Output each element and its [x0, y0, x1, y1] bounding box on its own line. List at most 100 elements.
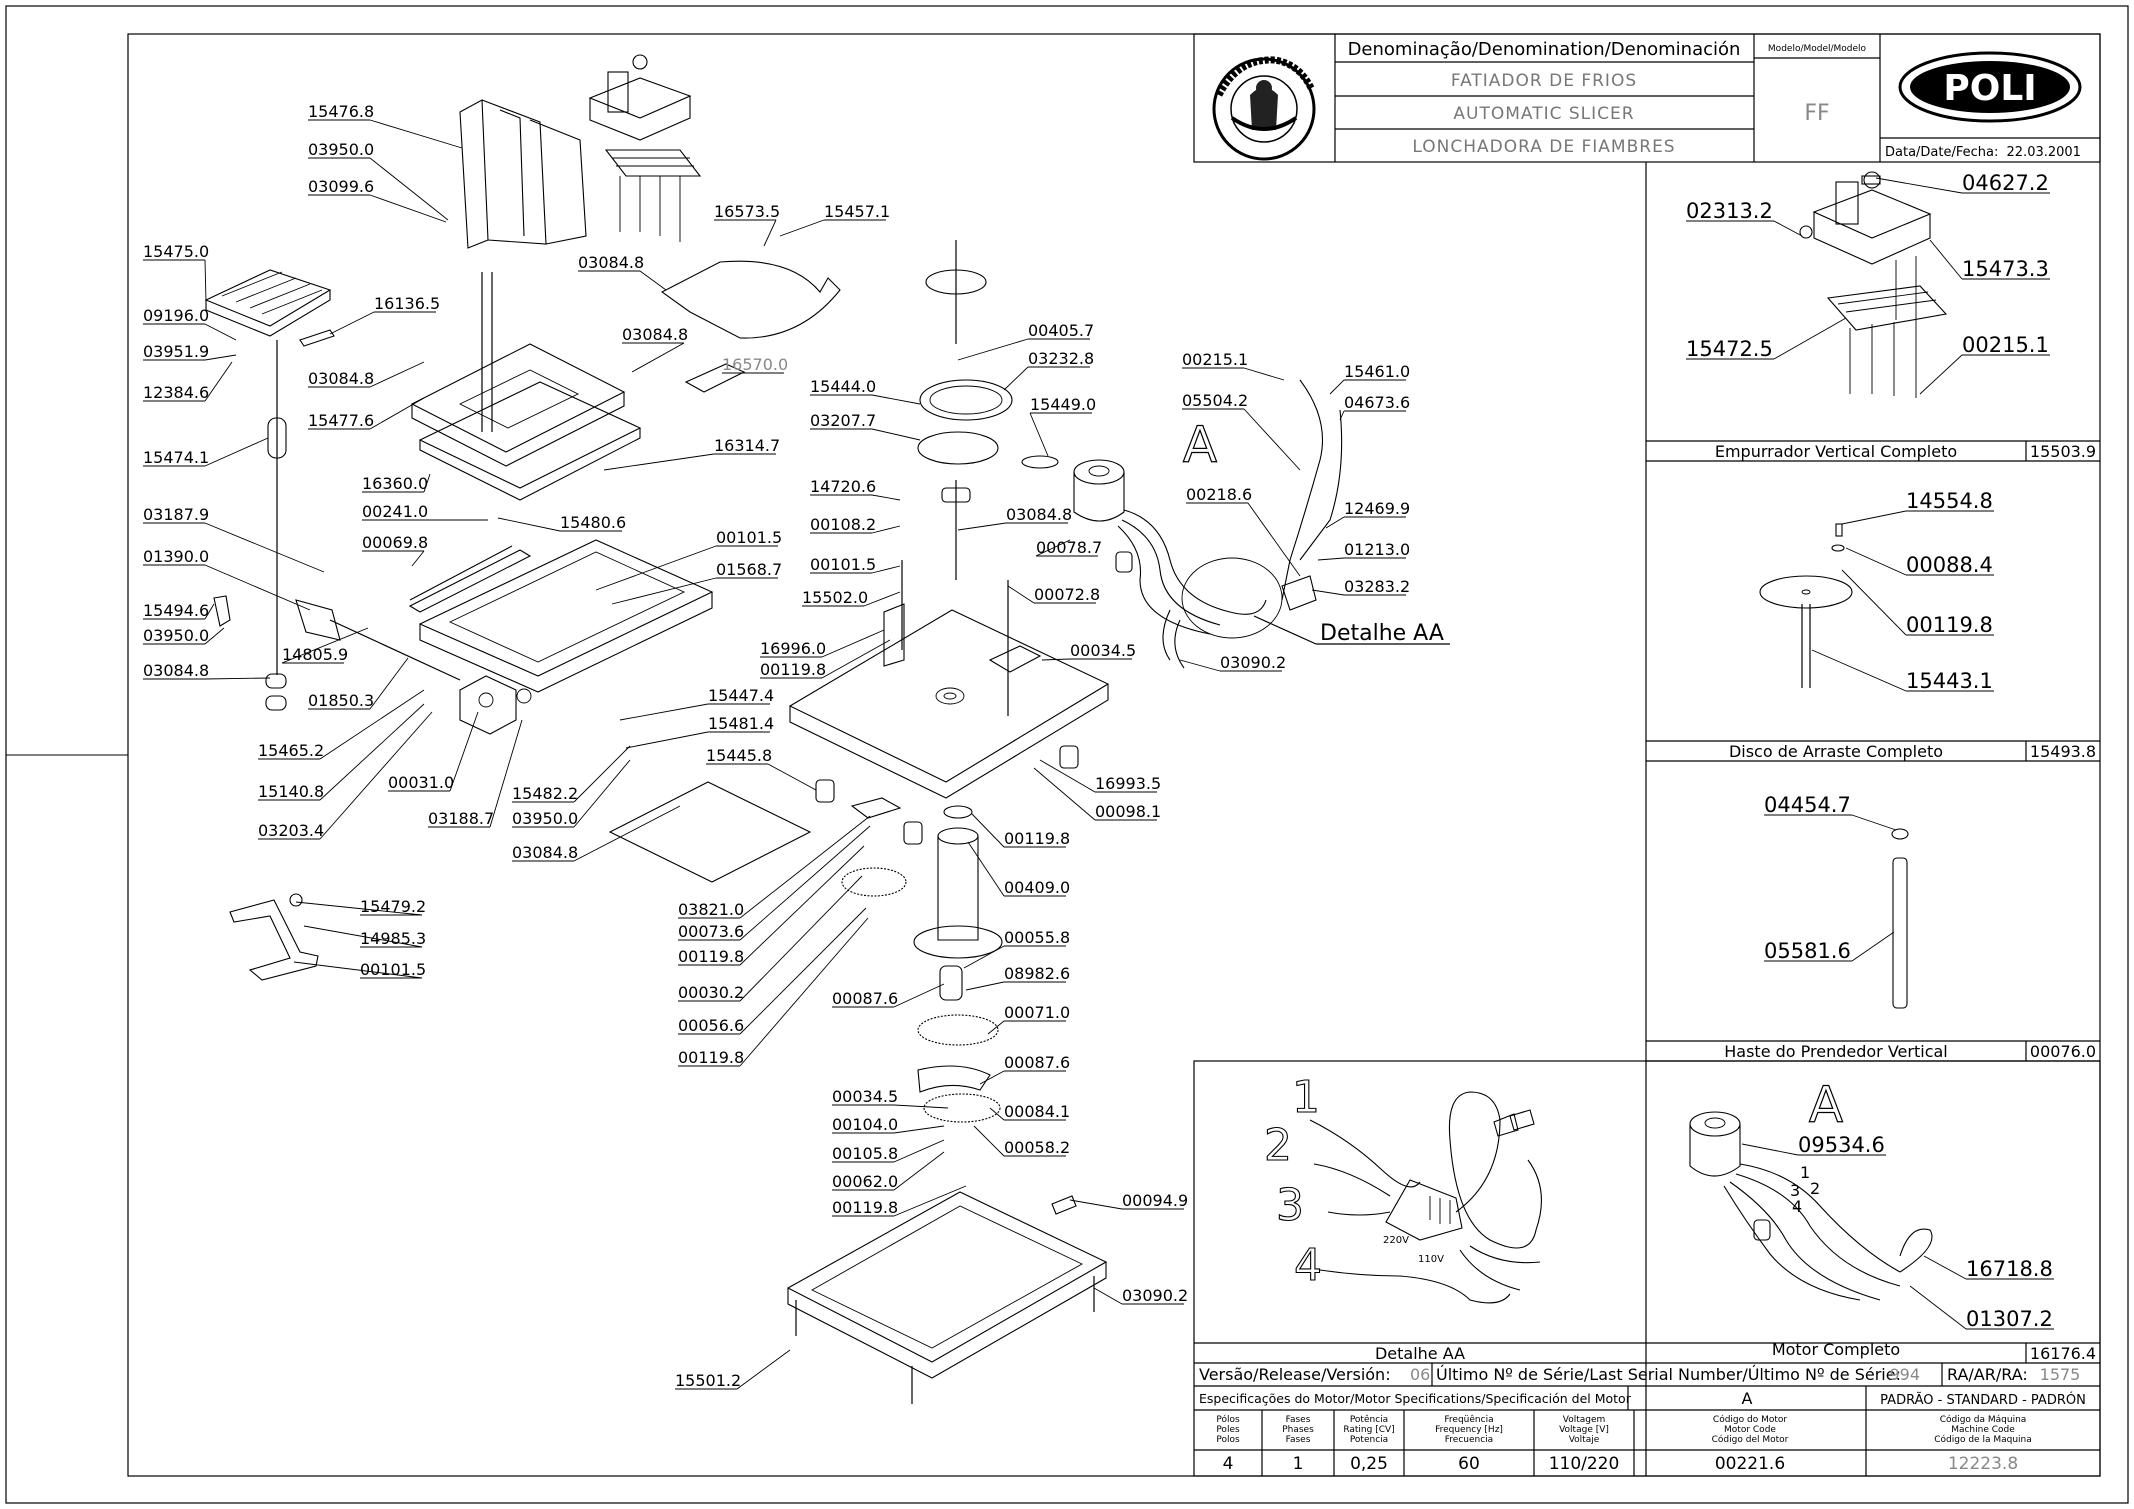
- leader-line: [1929, 239, 1963, 280]
- part-number-label: 03232.8: [1028, 349, 1094, 368]
- leader-line: [204, 437, 269, 467]
- title-block: Denominação/Denomination/Denominación FA…: [1193, 33, 2101, 163]
- part-callout: 00108.2: [810, 515, 901, 534]
- part-callout: 03084.8: [308, 361, 425, 388]
- part-number-label: 15479.2: [360, 897, 426, 916]
- part-number-label: 15449.0: [1030, 395, 1096, 414]
- part-number-label: 15444.0: [810, 377, 876, 396]
- leader-line: [204, 627, 225, 645]
- part-callout: 15445.8: [706, 746, 817, 791]
- part-callout: 15472.5: [1686, 317, 1847, 361]
- part-number-label: 15476.8: [308, 102, 374, 121]
- part-callout: 03207.7: [810, 411, 921, 441]
- serial-value: 994: [1889, 1365, 1920, 1384]
- part-number-label: 04673.6: [1344, 393, 1410, 412]
- leader-line: [871, 394, 921, 405]
- part-callout: 00055.8: [963, 928, 1070, 969]
- leader-line: [1243, 408, 1301, 471]
- leader-line: [369, 157, 449, 221]
- part-number-label: 15474.1: [143, 448, 209, 467]
- part-callout: 15494.6: [143, 601, 215, 620]
- motor-letter-a: A: [1809, 1076, 1843, 1134]
- part-number-label: 00084.1: [1004, 1102, 1070, 1121]
- part-callout: 00101.5: [293, 960, 426, 979]
- leader-line: [893, 1125, 945, 1134]
- part-number-label: 00105.8: [832, 1144, 898, 1163]
- part-number-label: 00098.1: [1095, 802, 1161, 821]
- leader-line: [1875, 177, 1963, 194]
- leader-line: [1773, 220, 1803, 237]
- part-callout: 00056.6: [678, 907, 867, 1035]
- leader-line: [319, 703, 425, 801]
- part-callout: 00087.6: [832, 983, 945, 1008]
- leader-line: [1919, 354, 1963, 395]
- leader-line: [1007, 585, 1035, 604]
- part-number-label: 00215.1: [1962, 333, 2049, 357]
- part-callout: 16993.5: [1039, 759, 1161, 793]
- part-callout: 04673.6: [1339, 393, 1410, 421]
- leader-line: [1329, 379, 1345, 395]
- drag-disc-panel-code: 15493.8: [2030, 742, 2096, 761]
- part-callout: 00105.8: [832, 1139, 945, 1163]
- leader-line: [893, 983, 945, 1008]
- part-number-label: 15482.2: [512, 784, 578, 803]
- leader-line: [1033, 767, 1096, 821]
- part-number-label: 00088.4: [1906, 553, 1993, 577]
- leader-line: [821, 639, 891, 679]
- part-number-label: 00101.5: [716, 528, 782, 547]
- leader-line: [423, 473, 431, 493]
- part-callout: 15482.2: [512, 745, 631, 803]
- leader-line: [204, 677, 271, 680]
- part-callout: 01390.0: [143, 547, 311, 611]
- leader-line: [739, 875, 863, 1002]
- leader-line: [1325, 516, 1345, 529]
- leader-line: [573, 745, 631, 803]
- part-number-label: 03207.7: [810, 411, 876, 430]
- part-number-label: 03950.0: [512, 809, 578, 828]
- part-callout: 00104.0: [832, 1115, 945, 1134]
- leader-line: [293, 961, 423, 979]
- leader-line: [1741, 1143, 1799, 1156]
- part-number-label: 03821.0: [678, 900, 744, 919]
- part-number-label: 15502.0: [802, 588, 868, 607]
- leader-line: [1093, 1287, 1123, 1305]
- leader-line: [871, 525, 901, 534]
- part-number-label: 00087.6: [1004, 1053, 1070, 1072]
- part-callout: 14554.8: [1841, 489, 1994, 525]
- part-number-label: 15477.6: [308, 411, 374, 430]
- part-number-label: 15473.3: [1962, 257, 2049, 281]
- leader-line: [965, 981, 1005, 991]
- leader-line: [489, 719, 523, 828]
- part-callout: 00101.5: [595, 528, 782, 591]
- part-callout: 05504.2: [1182, 391, 1301, 471]
- part-callout: 03950.0: [143, 626, 225, 645]
- product-name-pt: FATIADOR DE FRIOS: [1451, 71, 1637, 91]
- leader-line: [1339, 410, 1345, 421]
- leader-line: [863, 591, 901, 607]
- part-number-label: 16314.7: [714, 436, 780, 455]
- part-number-label: 00094.9: [1122, 1191, 1188, 1210]
- product-name-en: AUTOMATIC SLICER: [1453, 104, 1634, 124]
- part-callout: 14720.6: [810, 477, 901, 501]
- part-number-label: 16570.0: [722, 355, 788, 374]
- part-callout: 00071.0: [987, 1003, 1070, 1035]
- leader-line: [204, 259, 207, 303]
- part-callout: 00087.6: [979, 1053, 1070, 1085]
- val-frequency: 60: [1458, 1454, 1480, 1474]
- part-callout: 16570.0: [722, 355, 788, 374]
- val-voltage: 110/220: [1549, 1454, 1620, 1474]
- part-callout: 00405.7: [957, 321, 1094, 361]
- footer-table: [1194, 1363, 2100, 1476]
- holder-rod-sketch: [1891, 828, 1909, 1009]
- part-number-label: 14554.8: [1906, 489, 1993, 513]
- part-callout: 00119.8: [1841, 569, 1994, 637]
- motor-complete-sketch: [1689, 1111, 1933, 1301]
- part-callout: 01568.7: [611, 560, 782, 605]
- leader-line: [411, 550, 425, 567]
- leader-line: [1841, 510, 1907, 525]
